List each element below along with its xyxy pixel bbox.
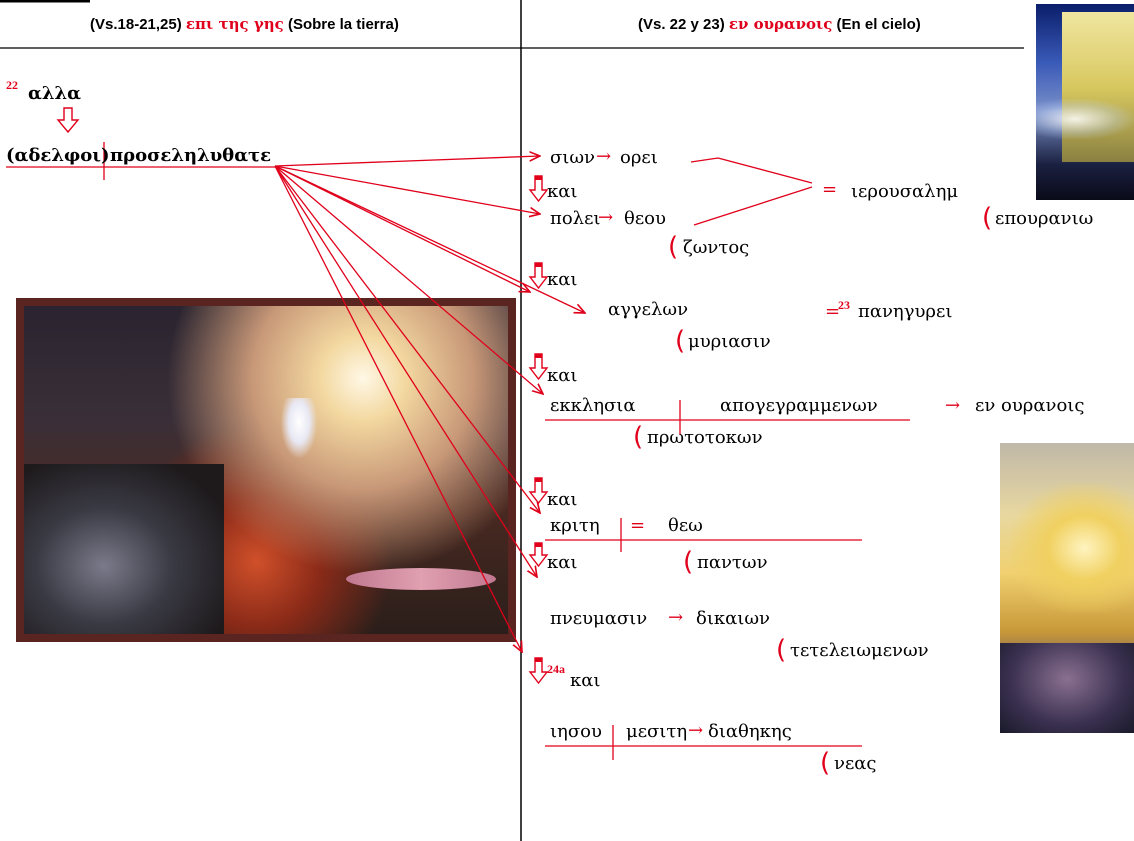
- sion-to-equals: [717, 157, 813, 184]
- equals-1: =: [822, 179, 838, 200]
- arrow-to-iesou: [274, 165, 522, 652]
- arrow-right-icon: →: [688, 720, 704, 741]
- arrow-to-krite: [274, 165, 540, 513]
- word-kai-6: και: [570, 670, 601, 691]
- arrow-to-pneumasin: [274, 165, 537, 577]
- word-ekklesia: εκκλησια: [550, 395, 636, 416]
- arrow-right-icon: →: [598, 207, 614, 228]
- word-kai-2: και: [547, 269, 578, 290]
- word-orei: ορει: [620, 147, 658, 168]
- heavenly-city-side: [1000, 443, 1134, 733]
- header-left-greek: επι της γης: [185, 15, 284, 33]
- fan-arrows: [274, 156, 585, 652]
- down-arrow-icon: [56, 107, 80, 134]
- word-iesou: ιησου: [550, 721, 602, 742]
- arrow-caps: [535, 176, 542, 662]
- word-verb: προσεληλυθατε: [110, 145, 272, 166]
- word-subject: (αδελφοι): [6, 145, 110, 166]
- paren-icon: (: [776, 635, 787, 665]
- header-left: (Vs.18-21,25) επι της γης (Sobre la tier…: [90, 15, 399, 33]
- down-arrows: [56, 107, 549, 685]
- verse-number-23: 23: [838, 298, 850, 312]
- word-dikaion: δικαιων: [696, 608, 770, 629]
- word-krite: κριτη: [550, 515, 600, 536]
- paren-icon: (: [633, 422, 644, 452]
- word-diathekes: διαθηκης: [708, 721, 792, 742]
- rapture-painting: [16, 298, 516, 642]
- word-panton: παντων: [697, 552, 768, 573]
- arrow-to-sion: [274, 156, 540, 167]
- word-en-ouranois: εν ουρανοις: [975, 395, 1085, 416]
- word-sion: σιων: [550, 147, 595, 168]
- header-right: (Vs. 22 y 23) εν ουρανοις (En el cielo): [638, 15, 921, 33]
- word-epouraniw: επουρανιω: [995, 208, 1094, 229]
- paren-icon: (: [982, 203, 993, 233]
- header-left-ref: (Vs.18-21,25): [90, 16, 182, 33]
- arrow-right-icon: →: [668, 607, 684, 628]
- word-alla: αλλα: [28, 83, 81, 104]
- verse-number-22: 22: [6, 78, 18, 92]
- arrow-right-icon: →: [596, 146, 612, 167]
- arrow-to-angelon: [274, 165, 585, 313]
- word-angelon: αγγελων: [608, 299, 689, 320]
- paren-icon: (: [820, 748, 831, 778]
- word-kai-5: και: [547, 552, 578, 573]
- word-apogegrammenon: απογεγραμμενων: [720, 395, 878, 416]
- arrow-to-kai2: [274, 165, 530, 292]
- word-neas: νεας: [834, 753, 877, 774]
- verse-number-24a: 24a: [547, 662, 565, 676]
- word-teteleiomenon: τετελειωμενων: [790, 640, 929, 661]
- paren-icon: (: [668, 232, 679, 262]
- word-muriasin: μυριασιν: [688, 331, 771, 352]
- orei-tail: [690, 157, 719, 163]
- word-theo: θεω: [668, 515, 703, 536]
- theou-to-equals: [693, 186, 813, 226]
- word-kai-1: και: [547, 181, 578, 202]
- word-theou: θεου: [624, 208, 666, 229]
- word-prototokon: πρωτοτοκων: [647, 427, 763, 448]
- word-pneumasin: πνευμασιν: [550, 608, 648, 629]
- word-polei: πολει: [550, 208, 601, 229]
- word-kai-4: και: [547, 489, 578, 510]
- heavenly-city-top: [1036, 4, 1134, 200]
- paren-icon: (: [675, 326, 686, 356]
- arrow-to-polei: [274, 165, 540, 214]
- word-panegurei: πανηγυρει: [858, 301, 953, 322]
- word-kai-3: και: [547, 365, 578, 386]
- equals-2: =: [825, 301, 841, 322]
- paren-icon: (: [683, 547, 694, 577]
- header-right-greek: εν ουρανοις: [728, 15, 833, 33]
- header-right-ref: (Vs. 22 y 23): [638, 16, 725, 33]
- arrow-to-ekklesia: [274, 165, 543, 394]
- arrow-right-icon: →: [945, 395, 961, 416]
- word-mesite: μεσιτη: [626, 721, 688, 742]
- equals-3: =: [630, 515, 646, 536]
- header-right-gloss: (En el cielo): [836, 16, 921, 33]
- word-zontos: ζωντος: [683, 237, 750, 258]
- header-left-gloss: (Sobre la tierra): [287, 16, 399, 33]
- word-ierousalem: ιερουσαλημ: [851, 181, 959, 202]
